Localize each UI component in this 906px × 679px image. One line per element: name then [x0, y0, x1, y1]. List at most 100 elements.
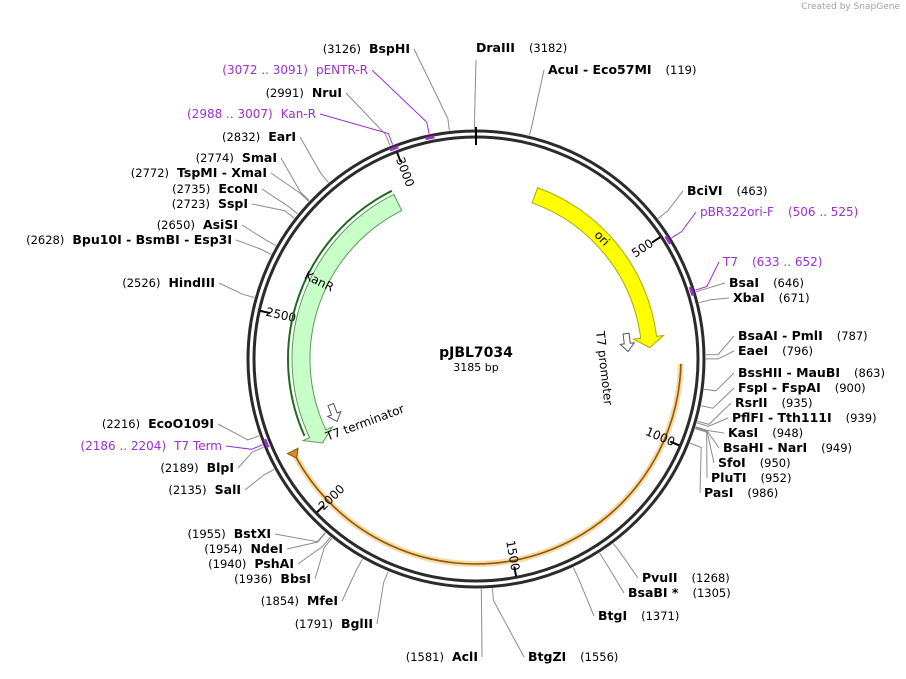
site-position: (1955): [188, 527, 226, 541]
site-name: BciVI: [687, 183, 723, 198]
site-leader-1: [529, 69, 545, 136]
site-leader-29: [217, 423, 260, 441]
primer-label-1[interactable]: (2988 .. 3007)Kan-R: [187, 107, 316, 121]
arc-layer: [286, 363, 684, 567]
primer-label-2[interactable]: pBR322ori-F(506 .. 525): [700, 205, 858, 219]
insert-arc: [293, 363, 682, 565]
site-label-37[interactable]: (2832)EarI: [222, 129, 296, 144]
site-name: BstXI: [234, 526, 271, 541]
site-name: T7: [722, 255, 738, 269]
site-label-12[interactable]: BsaHI - NarI(949): [723, 440, 852, 455]
site-leader-20: [480, 588, 483, 658]
site-label-34[interactable]: (2735)EcoNI: [172, 181, 258, 196]
site-label-11[interactable]: KasI(948): [728, 425, 803, 440]
site-position: (646): [773, 276, 804, 290]
site-name: BbsI: [280, 571, 311, 586]
primer-label-3[interactable]: T7(633 .. 652): [722, 255, 822, 269]
tick-label-2500: 2500: [264, 305, 297, 325]
primer-mark-1: [389, 145, 399, 152]
tick-3000: [396, 152, 402, 163]
site-position: (3072 .. 3091): [222, 63, 308, 77]
plasmid-length: 3185 bp: [453, 361, 498, 374]
site-name: MfeI: [307, 593, 338, 608]
site-label-19[interactable]: BtgZI(1556): [528, 649, 618, 664]
site-label-13[interactable]: SfoI(950): [718, 455, 791, 470]
site-label-16[interactable]: PvuII (1268): [642, 570, 730, 585]
site-name: NdeI: [250, 541, 283, 556]
site-position: (952): [761, 471, 792, 485]
site-position: (2772): [131, 166, 169, 180]
site-position: (2628): [26, 233, 64, 247]
site-leader-36: [280, 157, 310, 201]
site-label-10[interactable]: PflFI - Tth111I(939): [732, 410, 877, 425]
site-label-29[interactable]: (2216)EcoO109I: [102, 416, 214, 431]
site-label-15[interactable]: PasI(986): [704, 485, 778, 500]
site-name: BtgI: [598, 608, 627, 623]
site-label-24[interactable]: (1940)PshAI: [208, 556, 294, 571]
credit-text: Created by SnapGene: [801, 2, 900, 12]
site-label-17[interactable]: BsaBI *(1305): [628, 585, 731, 600]
site-label-27[interactable]: (2135)SalI: [168, 482, 241, 497]
site-label-4[interactable]: XbaI(671): [733, 290, 810, 305]
site-leader-2: [657, 190, 684, 219]
site-label-9[interactable]: RsrII(935): [735, 395, 812, 410]
site-label-8[interactable]: FspI - FspAI(900): [738, 380, 866, 395]
leader-layer: [217, 48, 735, 658]
site-leader-23: [314, 537, 333, 580]
site-position: (2991): [266, 86, 304, 100]
tick-1500: [513, 566, 518, 577]
site-label-20[interactable]: (1581)AclI: [406, 649, 478, 664]
site-label-21[interactable]: (1791)BglII: [295, 616, 373, 631]
site-label-38[interactable]: (2991)NruI: [266, 85, 342, 100]
site-label-0[interactable]: DraIII(3182): [476, 40, 567, 55]
site-leader-14: [695, 428, 708, 479]
site-leader-4: [698, 297, 730, 304]
site-leader-21: [376, 571, 389, 625]
site-label-25[interactable]: (1954)NdeI: [204, 541, 283, 556]
site-name: EaeI: [738, 343, 768, 358]
site-label-6[interactable]: EaeI(796): [738, 343, 813, 358]
site-label-31[interactable]: (2628)Bpu10I - BsmBI - Esp3I: [26, 232, 232, 247]
insert-arc-arrowhead: [286, 447, 299, 459]
site-position: (3182): [529, 41, 567, 55]
site-label-32[interactable]: (2650)AsiSI: [157, 217, 238, 232]
site-label-30[interactable]: (2526)HindIII: [122, 275, 215, 290]
site-leader-15: [689, 442, 702, 494]
site-label-3[interactable]: BsaI(646): [729, 275, 804, 290]
site-position: (2216): [102, 417, 140, 431]
site-label-2[interactable]: BciVI(463): [687, 183, 767, 198]
site-label-36[interactable]: (2774) SmaI: [196, 150, 277, 165]
site-position: (2526): [122, 276, 160, 290]
site-label-22[interactable]: (1854) MfeI: [261, 593, 338, 608]
site-label-5[interactable]: BsaAI - PmlI(787): [738, 328, 868, 343]
site-leader-9: [697, 402, 732, 425]
site-position: (1268): [692, 571, 730, 585]
site-label-39[interactable]: (3126)BspHI: [323, 41, 410, 56]
site-name: SmaI: [242, 150, 277, 165]
promoter-label-0: T7 promoter: [593, 329, 616, 406]
site-leader-30: [218, 282, 255, 298]
site-label-28[interactable]: (2189)BlpI: [160, 460, 234, 475]
site-position: (2774): [196, 151, 234, 165]
tick-label-3000: 3000: [393, 155, 417, 189]
site-label-1[interactable]: AcuI - Eco57MI(119): [548, 62, 696, 77]
site-label-23[interactable]: (1936)BbsI: [234, 571, 311, 586]
site-name: SalI: [215, 482, 241, 497]
site-name: PvuII: [642, 570, 678, 585]
site-label-33[interactable]: (2723)SspI: [172, 196, 248, 211]
primer-label-0[interactable]: (3072 .. 3091)pENTR-R: [222, 63, 368, 77]
site-position: (1854): [261, 594, 299, 608]
site-label-14[interactable]: PluTI (952): [711, 470, 791, 485]
site-label-35[interactable]: (2772)TspMI - XmaI: [131, 165, 267, 180]
site-name: PluTI: [711, 470, 747, 485]
site-position: (950): [760, 456, 791, 470]
site-label-26[interactable]: (1955) BstXI: [188, 526, 271, 541]
site-label-18[interactable]: BtgI(1371): [598, 608, 679, 623]
site-label-7[interactable]: BssHII - MauBI(863): [738, 365, 885, 380]
primer-label-4[interactable]: (2186 .. 2204)T7 Term: [80, 439, 222, 453]
site-leader-17: [599, 552, 625, 594]
site-leader-13: [695, 427, 715, 464]
site-leader-3: [695, 282, 726, 293]
site-leader-35: [270, 172, 310, 202]
